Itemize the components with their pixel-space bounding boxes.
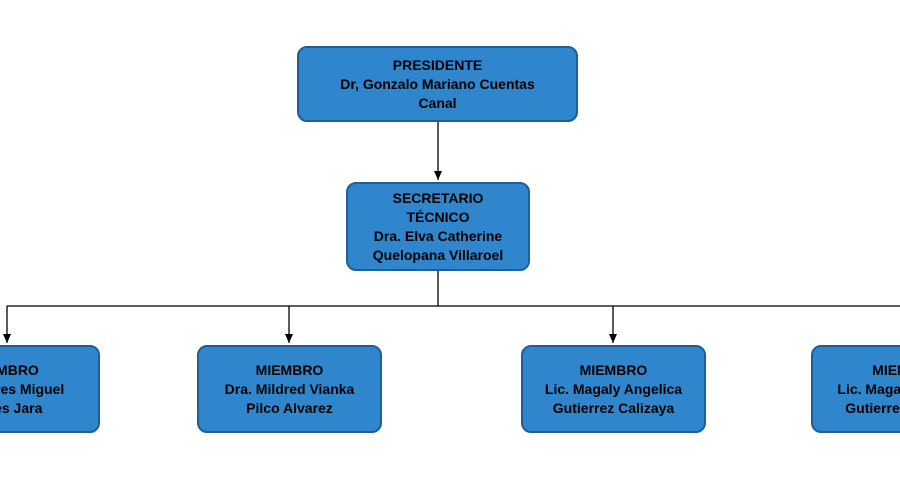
member-name-line2: Pilco Alvarez (246, 399, 333, 416)
secretary-box: SECRETARIO TÉCNICO Dra. Elva Catherine Q… (346, 182, 530, 271)
member-name-line1: Dr. Andres Miguel (0, 380, 65, 397)
member-title: MIEMBRO (0, 361, 39, 378)
member-name-line2: Flores Jara (0, 399, 43, 416)
member-name-line1: Dra. Mildred Vianka (224, 380, 355, 397)
secretary-name-line1: Dra. Elva Catherine (373, 227, 503, 244)
president-name-line2: Canal (418, 94, 457, 111)
member-title: MIEMBRO (579, 361, 648, 378)
secretary-name-line2: Quelopana Villaroel (372, 246, 504, 263)
member-box-3: MIEMBRO Lic. Magaly Angelica Gutierrez C… (521, 345, 706, 433)
member-name-line1: Lic. Magaly Angelica (837, 380, 900, 397)
president-title: PRESIDENTE (392, 56, 483, 73)
member-name-line2: Gutierrez Calizaya (845, 399, 900, 416)
member-name-line2: Gutierrez Calizaya (552, 399, 675, 416)
member-title: MIEMBRO (255, 361, 324, 378)
member-title: MIEMBRO (872, 361, 900, 378)
member-box-4: MIEMBRO Lic. Magaly Angelica Gutierrez C… (811, 345, 900, 433)
president-box: PRESIDENTE Dr, Gonzalo Mariano Cuentas C… (297, 46, 578, 122)
member-box-1: MIEMBRO Dr. Andres Miguel Flores Jara (0, 345, 100, 433)
president-name-line1: Dr, Gonzalo Mariano Cuentas (340, 75, 535, 92)
secretary-title-line2: TÉCNICO (406, 208, 470, 225)
member-name-line1: Lic. Magaly Angelica (544, 380, 683, 397)
secretary-title-line1: SECRETARIO (392, 189, 484, 206)
member-box-2: MIEMBRO Dra. Mildred Vianka Pilco Alvare… (197, 345, 382, 433)
